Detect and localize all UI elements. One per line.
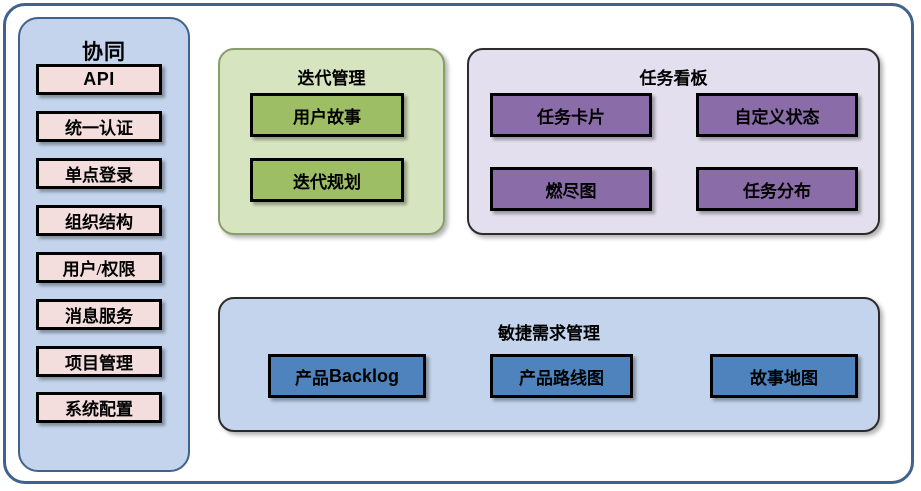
sidebar-item-message-svc[interactable]: 消息服务 (36, 299, 162, 330)
panel-iteration-management: 迭代管理 (218, 48, 445, 235)
sidebar-item-api[interactable]: API (36, 64, 162, 95)
taskboard-card-burndown[interactable]: 燃尽图 (490, 167, 652, 211)
taskboard-card-custom-status[interactable]: 自定义状态 (696, 93, 858, 137)
panel-collaboration-title: 协同 (82, 41, 126, 64)
sidebar-item-sso[interactable]: 单点登录 (36, 158, 162, 189)
iteration-card-user-story[interactable]: 用户故事 (250, 93, 404, 137)
sidebar-item-system-config[interactable]: 系统配置 (36, 392, 162, 423)
agile-card-story-map[interactable]: 故事地图 (710, 354, 858, 398)
sidebar-item-project-mgmt[interactable]: 项目管理 (36, 346, 162, 377)
agile-card-product-roadmap[interactable]: 产品路线图 (490, 354, 633, 398)
agile-card-product-backlog-latin: Backlog (328, 365, 400, 386)
sidebar-item-unified-auth[interactable]: 统一认证 (36, 111, 162, 142)
diagram-outer-frame (3, 3, 914, 484)
sidebar-item-user-perms[interactable]: 用户/权限 (36, 252, 162, 283)
agile-card-product-backlog-cjk: 产品 (294, 368, 329, 388)
taskboard-card-task-card[interactable]: 任务卡片 (490, 93, 652, 137)
sidebar-item-org-structure[interactable]: 组织结构 (36, 205, 162, 236)
panel-iteration-management-title: 迭代管理 (297, 69, 366, 88)
taskboard-card-task-dist[interactable]: 任务分布 (696, 167, 858, 211)
panel-agile-requirement-management-title: 敏捷需求管理 (498, 324, 600, 343)
panel-task-board-title: 任务看板 (639, 69, 708, 88)
iteration-card-sprint-planning[interactable]: 迭代规划 (250, 158, 404, 202)
